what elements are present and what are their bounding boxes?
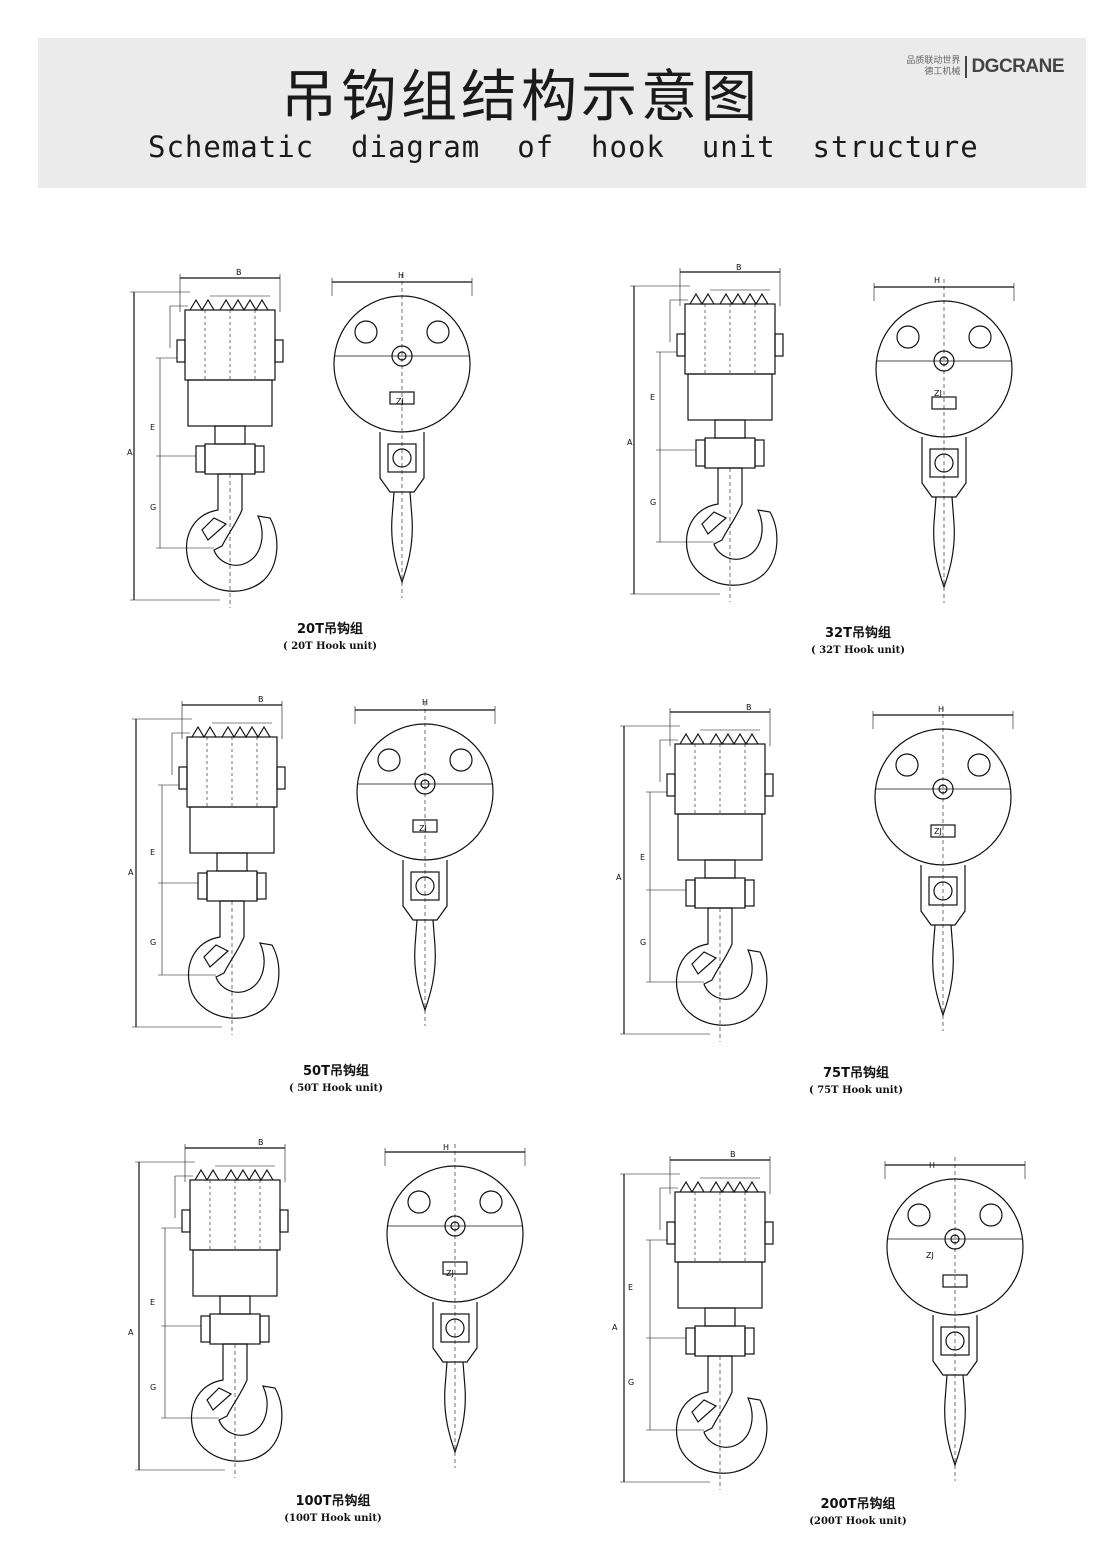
unit-32t-front-view: [873, 278, 1015, 604]
unit-20t-front-view: [331, 273, 473, 599]
dim-b-200t: B: [730, 1150, 736, 1159]
caption-20t-cn: 20T吊钩组: [297, 622, 363, 637]
page-title-en: Schematic diagram of hook unit structure: [148, 130, 979, 164]
caption-50t: 50T吊钩组 ( 50T Hook unit): [236, 1060, 436, 1094]
dim-a-20t: A: [127, 448, 133, 457]
dim-h-50t: H: [422, 698, 428, 707]
unit-200t-front-view: [884, 1156, 1026, 1482]
dim-b-20t: B: [236, 268, 242, 277]
brand-tagline-line1: 品质联动世界: [906, 56, 961, 66]
dim-h-200t: H: [929, 1161, 935, 1170]
caption-75t: 75T吊钩组 ( 75T Hook unit): [756, 1062, 956, 1096]
dim-g-20t: G: [150, 503, 156, 512]
caption-50t-en: ( 50T Hook unit): [289, 1083, 383, 1094]
caption-32t-en: ( 32T Hook unit): [811, 645, 905, 656]
header-banner: 吊钩组结构示意图 Schematic diagram of hook unit …: [38, 38, 1086, 188]
dim-zj-75t: ZJ: [934, 827, 942, 836]
dim-a-32t: A: [627, 438, 633, 447]
unit-50t-front-view: [354, 701, 496, 1027]
dim-e-200t: E: [628, 1283, 633, 1292]
dim-b-32t: B: [736, 263, 742, 272]
caption-20t-en: ( 20T Hook unit): [283, 641, 377, 652]
dim-h-75t: H: [938, 705, 944, 714]
caption-100t: 100T吊钩组 (100T Hook unit): [233, 1490, 433, 1524]
caption-75t-cn: 75T吊钩组: [823, 1066, 889, 1081]
dim-b-75t: B: [746, 703, 752, 712]
caption-100t-en: (100T Hook unit): [284, 1513, 382, 1524]
brand-logo: 品质联动世界 德工机械 DGCRANE: [906, 56, 1064, 78]
unit-100t-front-view: [384, 1143, 526, 1469]
caption-100t-cn: 100T吊钩组: [295, 1494, 371, 1509]
unit-200t-side-view: [619, 1155, 774, 1491]
dim-a-200t: A: [612, 1323, 618, 1332]
caption-75t-en: ( 75T Hook unit): [809, 1085, 903, 1096]
unit-32t-side-view: [629, 267, 784, 603]
unit-75t-front-view: [872, 706, 1014, 1032]
unit-20t-side-view: [129, 273, 284, 609]
dim-zj-32t: ZJ: [934, 389, 942, 398]
dim-zj-50t: ZJ: [419, 824, 427, 833]
dim-g-75t: G: [640, 938, 646, 947]
page-title-cn: 吊钩组结构示意图: [281, 65, 761, 130]
caption-32t: 32T吊钩组 ( 32T Hook unit): [758, 622, 958, 656]
dim-g-32t: G: [650, 498, 656, 507]
dim-zj-20t: ZJ: [396, 397, 404, 406]
dim-b-50t: B: [258, 695, 264, 704]
caption-50t-cn: 50T吊钩组: [303, 1064, 369, 1079]
caption-20t: 20T吊钩组 ( 20T Hook unit): [230, 618, 430, 652]
dim-h-32t: H: [934, 276, 940, 285]
caption-200t: 200T吊钩组 (200T Hook unit): [758, 1493, 958, 1527]
dim-a-75t: A: [616, 873, 622, 882]
caption-200t-en: (200T Hook unit): [809, 1516, 907, 1527]
brand-tagline: 品质联动世界 德工机械: [906, 56, 968, 78]
dim-zj-200t: ZJ: [926, 1251, 934, 1260]
dim-e-32t: E: [650, 393, 655, 402]
dim-e-100t: E: [150, 1298, 155, 1307]
dim-g-50t: G: [150, 938, 156, 947]
dim-g-100t: G: [150, 1383, 156, 1392]
dim-g-200t: G: [628, 1378, 634, 1387]
unit-100t-side-view: [134, 1143, 289, 1479]
dimension-letters: B H A E G ZJ B H A E G ZJ B H A E G ZJ B…: [127, 263, 944, 1392]
unit-75t-side-view: [619, 707, 774, 1043]
dim-a-50t: A: [128, 868, 134, 877]
dim-b-100t: B: [258, 1138, 264, 1147]
caption-200t-cn: 200T吊钩组: [820, 1497, 896, 1512]
caption-32t-cn: 32T吊钩组: [825, 626, 891, 641]
brand-tagline-line2: 德工机械: [924, 67, 961, 77]
brand-name: DGCRANE: [971, 56, 1064, 77]
unit-50t-side-view: [131, 700, 286, 1036]
dim-h-20t: H: [398, 271, 404, 280]
dim-a-100t: A: [128, 1328, 134, 1337]
dim-e-20t: E: [150, 423, 155, 432]
dim-h-100t: H: [443, 1143, 449, 1152]
dim-e-75t: E: [640, 853, 645, 862]
dim-zj-100t: ZJ: [446, 1269, 454, 1278]
dim-e-50t: E: [150, 848, 155, 857]
